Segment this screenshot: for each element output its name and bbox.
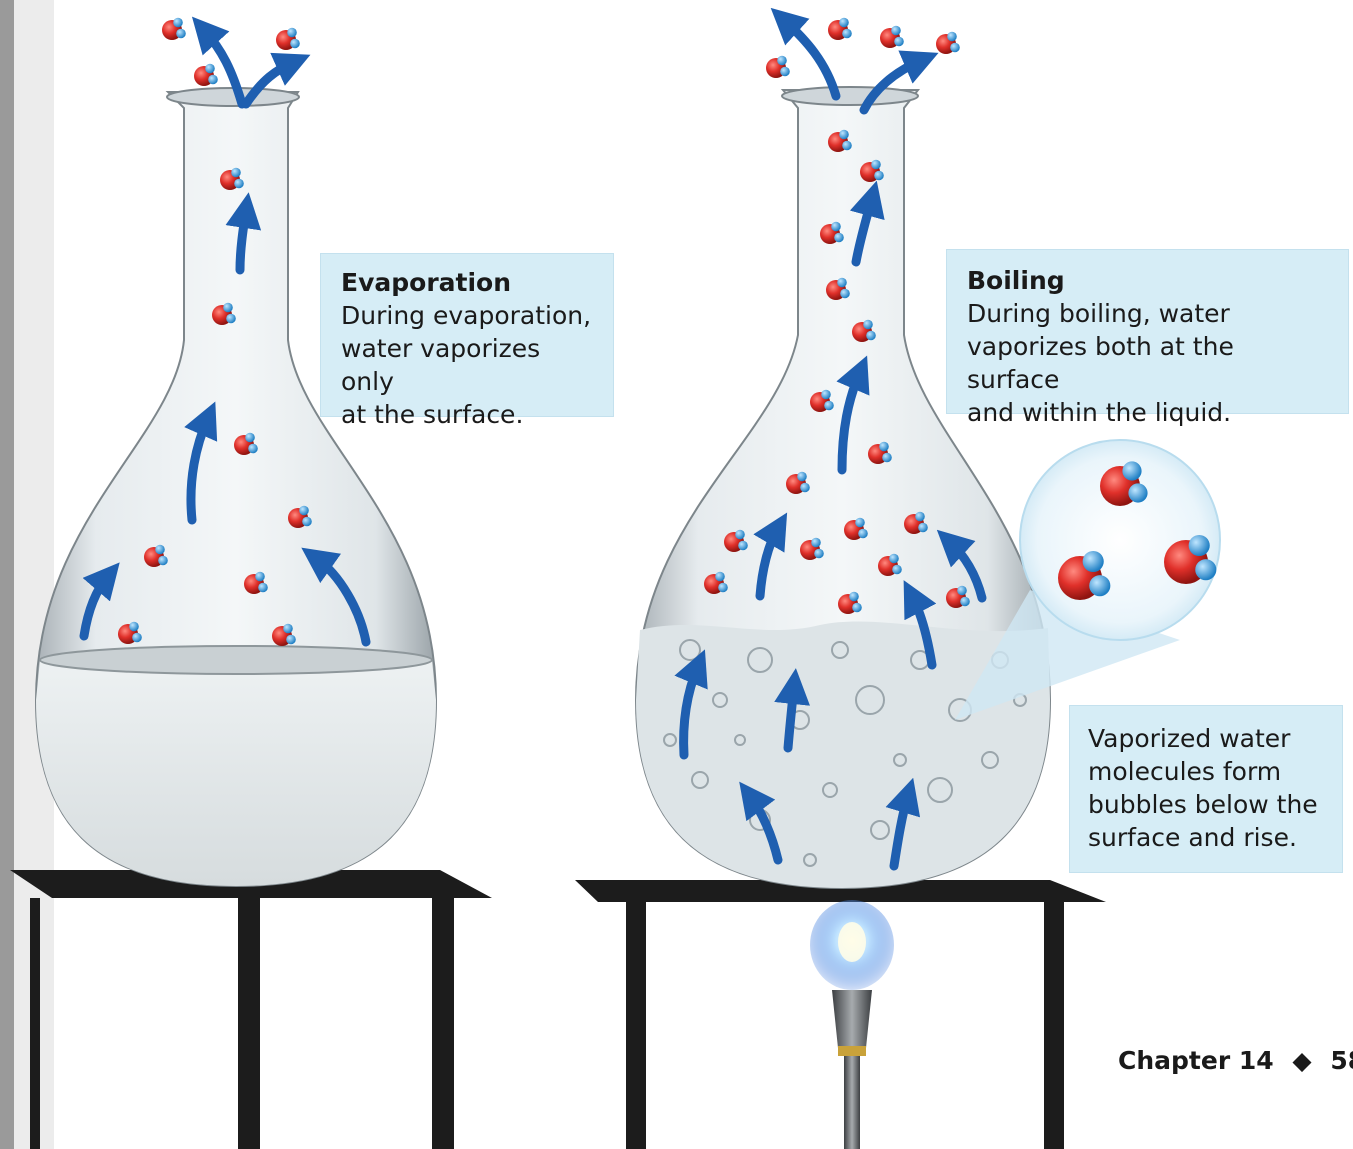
evaporation-flask	[36, 88, 436, 886]
page-number: 58	[1330, 1046, 1353, 1075]
water-molecule	[828, 18, 852, 40]
bubbles-text: Vaporized water molecules form bubbles b…	[1088, 722, 1324, 854]
page-gutter	[0, 0, 14, 1149]
arrow	[788, 686, 794, 748]
boiling-heading: Boiling	[967, 264, 1328, 297]
left-stand	[10, 870, 492, 1149]
boiling-text: During boiling, water vaporizes both at …	[967, 297, 1328, 429]
water-molecule	[936, 32, 960, 54]
evaporation-text: During evaporation, water vaporizes only…	[341, 299, 593, 431]
water-molecule	[162, 18, 186, 40]
boiling-water	[636, 621, 1050, 888]
diamond-icon: ◆	[1292, 1046, 1311, 1075]
bunsen-burner	[810, 900, 894, 1149]
water-molecule	[880, 26, 904, 48]
bubbles-callout: Vaporized water molecules form bubbles b…	[1070, 706, 1342, 872]
water-molecule	[276, 28, 300, 50]
evaporation-heading: Evaporation	[341, 266, 593, 299]
evaporation-callout: Evaporation During evaporation, water va…	[321, 254, 613, 416]
water-molecule	[194, 64, 218, 86]
page-footer: Chapter 14 ◆ 58	[1118, 1046, 1353, 1075]
chapter-label: Chapter 14	[1118, 1046, 1274, 1075]
water-molecule	[766, 56, 790, 78]
boiling-callout: Boiling During boiling, water vaporizes …	[947, 250, 1348, 413]
boiling-flask	[636, 87, 1050, 888]
